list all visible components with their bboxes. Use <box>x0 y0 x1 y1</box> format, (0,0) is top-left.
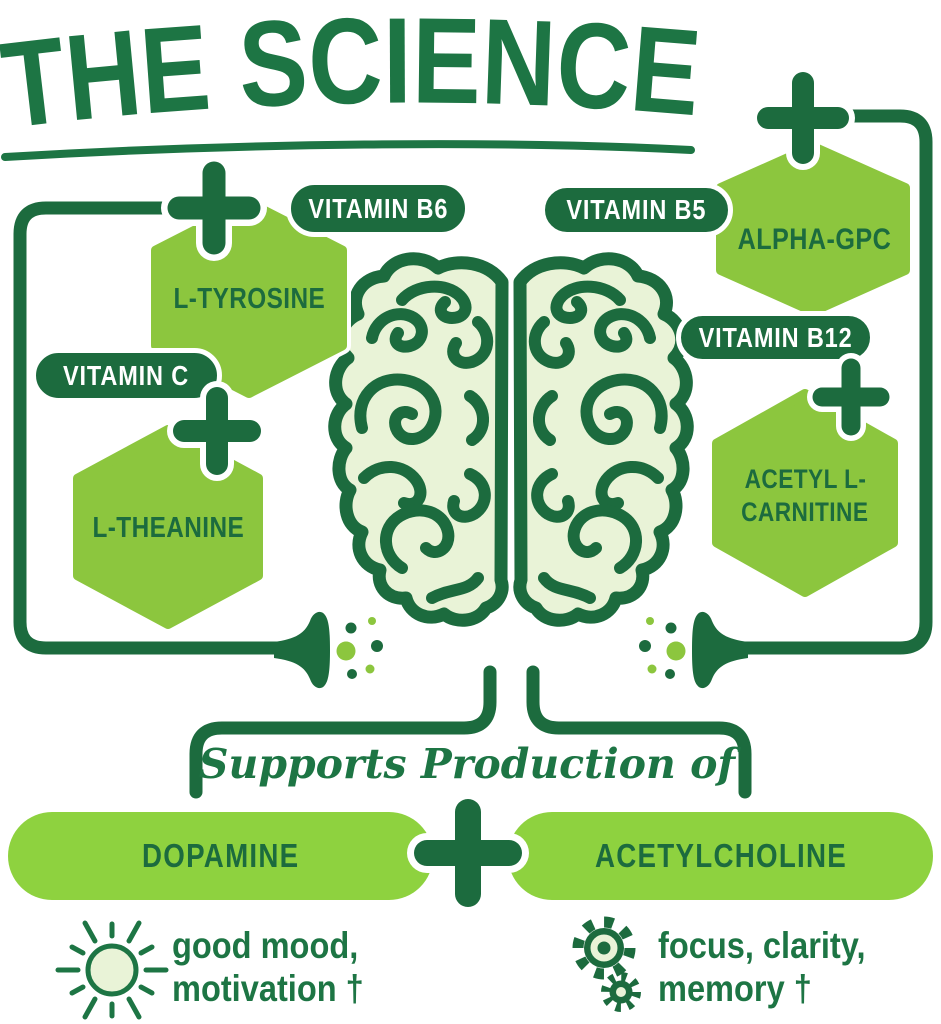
pill-vitamin-b5: VITAMIN B5 <box>540 183 733 237</box>
benefit-dopamine-line1: good mood, <box>172 925 359 966</box>
gears-icon <box>572 916 641 1012</box>
pill-vitamin-b6: VITAMIN B6 <box>286 180 470 237</box>
pill-vitamin-b12: VITAMIN B12 <box>676 311 875 364</box>
pill-vitamin-b6-label: VITAMIN B6 <box>308 192 448 224</box>
hex-acetyl-l-carnitine-label: ACETYL L- CARNITINE <box>715 463 895 529</box>
synapse-terminal-left-icon <box>274 611 330 689</box>
acetyl-l-carnitine-line2: CARNITINE <box>741 497 869 527</box>
brain-right-hemisphere <box>513 252 694 627</box>
alpha-gpc-text: ALPHA-GPC <box>737 223 892 256</box>
right-connector-line <box>737 109 933 655</box>
pill-acetylcholine: ACETYLCHOLINE <box>508 812 933 900</box>
acetylcholine-label: ACETYLCHOLINE <box>594 837 847 874</box>
benefit-acetylcholine: focus, clarity, memory † <box>658 924 894 1010</box>
l-theanine-text: L-THEANINE <box>92 512 245 544</box>
l-tyrosine-text: L-TYROSINE <box>173 283 326 315</box>
pill-vitamin-b12-label: VITAMIN B12 <box>698 321 853 353</box>
supports-production-heading: Supports Production of <box>198 740 736 788</box>
title-underline <box>1 140 695 161</box>
plus-icon-right-top <box>751 66 855 170</box>
bracket-left <box>189 665 497 799</box>
benefit-dopamine-line2: motivation † <box>172 968 364 1009</box>
benefit-acetylcholine-line2: memory † <box>658 968 812 1009</box>
sun-icon <box>55 920 169 1020</box>
benefit-acetylcholine-line1: focus, clarity, <box>658 925 866 966</box>
pill-vitamin-c: VITAMIN C <box>31 348 222 403</box>
neurotransmitter-dots-right <box>639 617 686 679</box>
hex-l-theanine-label: L-THEANINE <box>78 512 258 545</box>
brain-left-hemisphere <box>328 252 509 627</box>
brain-icon <box>328 252 694 627</box>
plus-icon-right-mid <box>807 353 895 441</box>
plus-icon-center <box>407 792 529 914</box>
left-connector-line <box>13 201 291 655</box>
hex-l-tyrosine-label: L-TYROSINE <box>159 283 339 316</box>
synapse-terminal-right-icon <box>692 611 748 689</box>
pill-vitamin-b5-label: VITAMIN B5 <box>566 194 707 225</box>
pill-dopamine: DOPAMINE <box>8 812 433 900</box>
neurotransmitter-dots-left <box>336 617 383 679</box>
dopamine-label: DOPAMINE <box>141 837 300 874</box>
page-title: THE SCIENCE <box>0 0 705 154</box>
plus-icon-left-top <box>161 155 267 261</box>
hex-alpha-gpc-label: ALPHA-GPC <box>723 223 903 257</box>
benefit-dopamine: good mood, motivation † <box>172 924 390 1010</box>
bracket-right <box>526 665 752 799</box>
page-title-text: THE SCIENCE <box>0 0 705 154</box>
acetyl-l-carnitine-line1: ACETYL L- <box>744 464 866 494</box>
plus-icon-left-mid <box>167 381 267 481</box>
pill-vitamin-c-label: VITAMIN C <box>63 359 190 391</box>
hexagon-acetyl-l-carnitine <box>708 385 902 601</box>
